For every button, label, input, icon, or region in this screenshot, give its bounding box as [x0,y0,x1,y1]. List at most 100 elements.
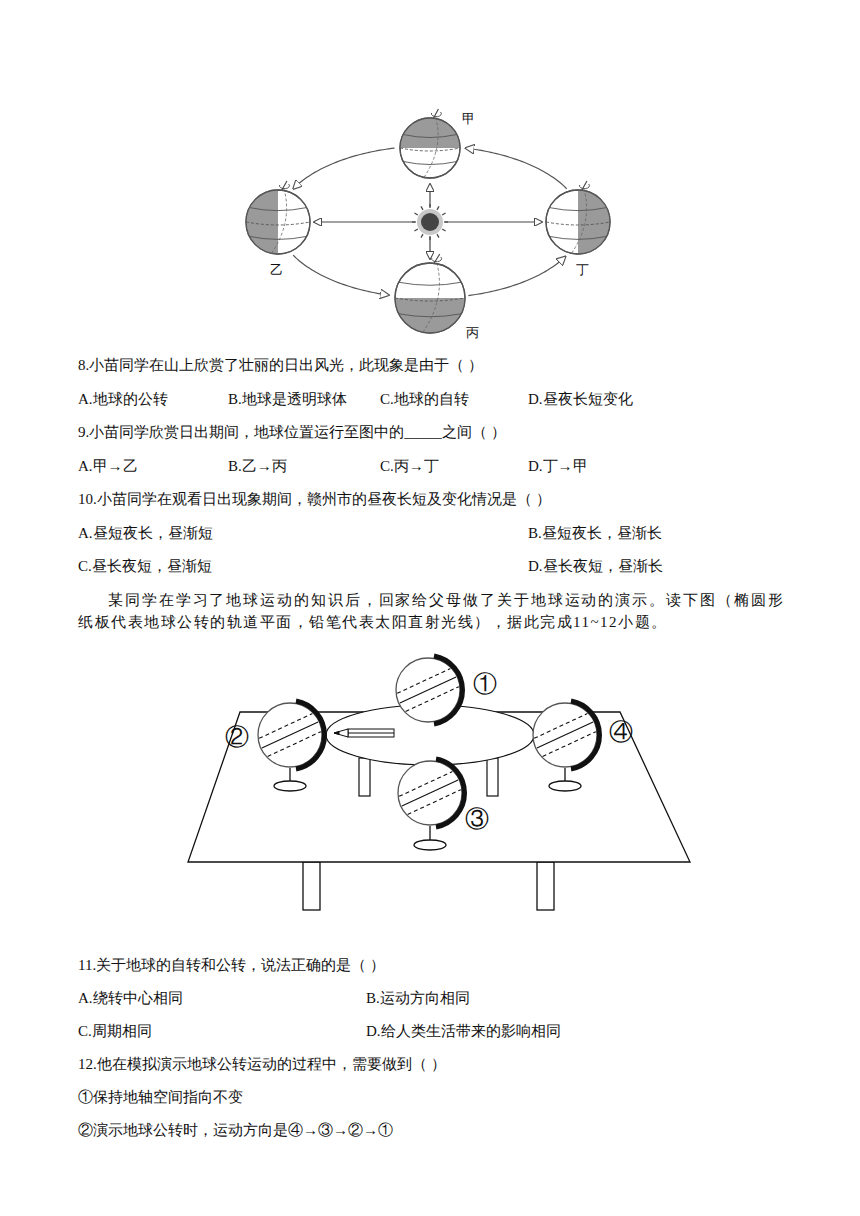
globe-outline [400,118,460,178]
rotation-arrow [579,184,589,189]
rotation-arrow [279,184,289,189]
orbit-arc [465,148,566,189]
question-stem: 11.关于地球的自转和公转，说法正确的是（ ） [78,955,385,975]
earth-globe: 乙 [246,190,310,254]
sun-ray [442,213,445,215]
tropic-line [399,772,452,797]
meridian-line [572,191,587,254]
globe-model: ① [396,658,460,722]
earth-globe: 丙 [395,263,465,333]
tropic-line [397,669,450,694]
ray-arrow [429,184,430,207]
question-stem: 10.小苗同学在观看日出现象期间，赣州市的昼夜长短及变化情况是（ ） [78,489,551,509]
sun-ray [421,234,423,237]
answer-option: C.周期相同 [78,1021,152,1041]
globe-outline [246,190,310,254]
globe-rim [395,263,465,333]
globe-circle [258,703,322,767]
latitude-line [400,148,460,151]
latitude-line [399,314,462,317]
answer-option: B.乙→丙 [228,456,287,476]
question-stem: 8.小苗同学在山上欣赏了壮丽的日出风光，此现象是由于（ ） [78,355,483,375]
answer-option: C.丙→丁 [380,456,439,476]
meridian-line [423,264,439,333]
night-side [400,118,460,148]
globe-circle [398,761,462,825]
equator-line [262,722,318,748]
globe-model: ④ [533,703,597,767]
answer-option: A.甲→乙 [78,456,138,476]
sun-symbol [412,204,448,240]
latitude-line [399,282,462,285]
sun-ray [437,234,439,237]
globe-rim [246,190,310,254]
meridian-line [272,191,287,254]
latitude-line [246,222,310,225]
globe-outline [546,190,610,254]
position-label: 乙 [270,263,283,276]
stand-stem [289,768,290,782]
sun-ray [442,229,445,231]
globe-model: ② [258,703,322,767]
board-leg [359,758,370,796]
latitude-line [549,236,606,239]
rotation-arrow [432,257,442,262]
meridian-line [424,119,438,178]
answer-option: D.给人类生活带来的影响相同 [366,1021,561,1041]
table-leg [537,862,554,910]
pencil [334,729,394,737]
ray-arrow [429,237,430,259]
tropic-line [406,687,459,712]
globe-outline [398,761,462,825]
sun-glow [417,209,443,235]
tropic-line [408,790,461,815]
ray-arrow [445,221,542,222]
answer-option: B.地球是透明球体 [228,389,347,409]
earth-globe: 丁 [546,190,610,254]
answer-option: B.运动方向相同 [366,988,470,1008]
globe-rim [546,190,610,254]
rotation-arrow [431,112,441,117]
callout-number: ① [473,672,497,696]
sun-core [421,213,439,231]
tropic-line [268,732,321,757]
sun-ray-arrows [314,184,542,259]
answer-option: D.昼长夜短，昼渐长 [528,556,663,576]
globe-model: ③ [398,761,462,825]
equator-line [402,780,458,806]
sun-ray [421,206,423,209]
tropic-line [259,714,312,739]
position-label: 甲 [462,112,475,125]
globe-circle [246,190,310,254]
meridian-ring [436,759,465,827]
stand-base [414,840,446,850]
latitude-line [403,162,457,165]
orbit-arc [293,148,394,189]
globe-outline [533,703,597,767]
meridian-ring [571,701,600,769]
latitude-line [546,222,610,225]
statement-item: ②演示地球公转时，运动方向是④→③→②→① [78,1120,393,1140]
meridian-ring [434,656,463,724]
question-stem: 12.他在模拟演示地球公转运动的过程中，需要做到（ ） [78,1054,446,1074]
intro-paragraph: 某同学在学习了地球运动的知识后，回家给父母做了关于地球运动的演示。读下图（椭圆形… [78,589,784,633]
table-leg [303,862,320,910]
question-stem: 9.小苗同学欣赏日出期间，地球位置运行至图中的_____之间（ ） [78,422,506,442]
sun-ray [414,213,417,215]
earth-globe: 甲 [400,118,460,178]
answer-option: D.丁→甲 [528,456,588,476]
latitude-line [395,298,465,301]
answer-option: C.昼长夜短，昼渐短 [78,556,212,576]
answer-option: C.地球的自转 [380,389,469,409]
night-side [395,298,465,333]
stand-stem [429,826,430,841]
latitude-line [249,208,306,211]
sun-ray [414,229,417,231]
pencil-tip [334,729,348,737]
globe-circle [396,658,460,722]
statement-item: ①保持地轴空间指向不变 [78,1087,243,1107]
callout-number: ③ [465,807,489,831]
latitude-line [403,135,457,138]
ray-arrow [314,221,415,222]
